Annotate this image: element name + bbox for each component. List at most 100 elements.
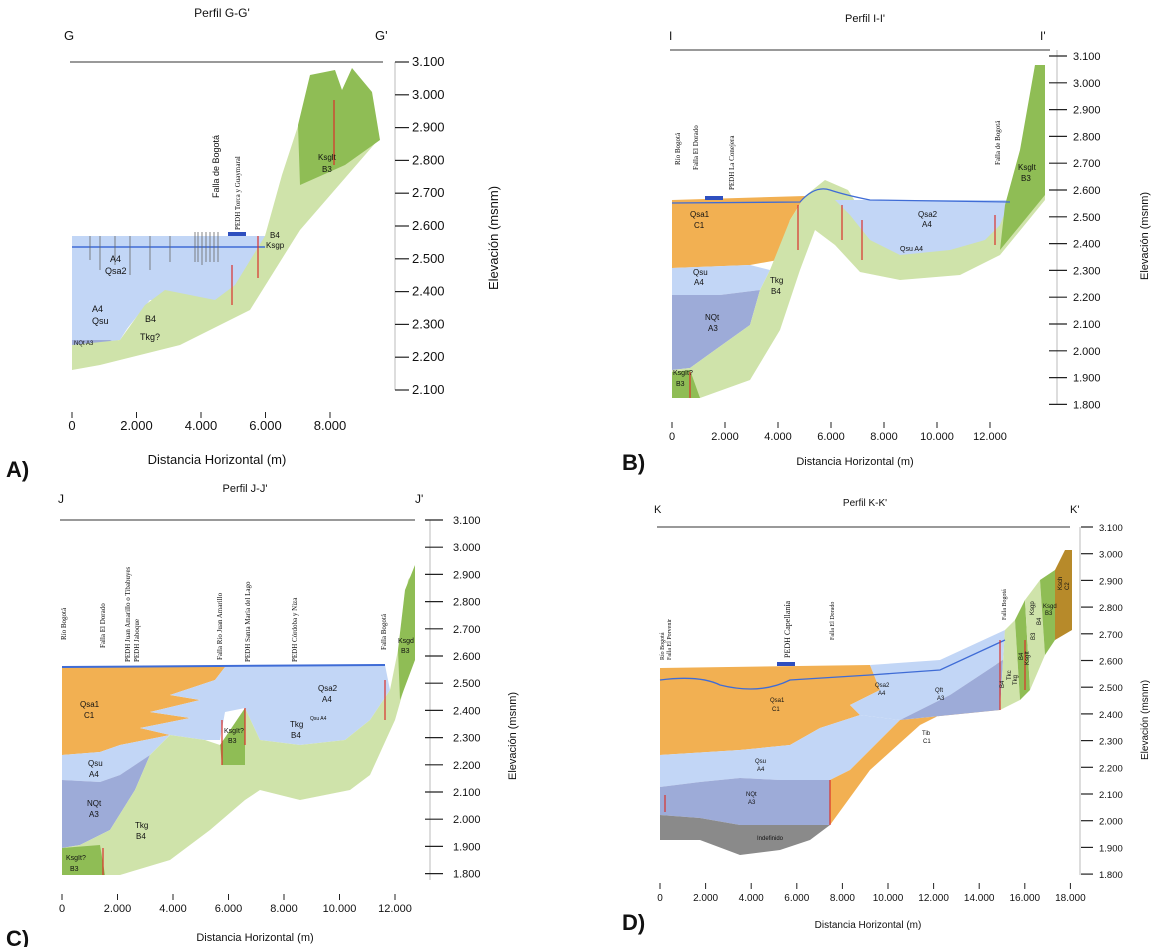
panel-a-y-label: Elevación (msnm) xyxy=(486,186,501,290)
x-tick-label: 18.000 xyxy=(1055,893,1086,904)
panel-d-right-label: K' xyxy=(1070,504,1079,516)
panel-a-letter: A) xyxy=(6,457,29,482)
unit-label: C1 xyxy=(923,739,931,745)
unit-label: Qsa2 xyxy=(875,683,890,689)
unit-tkg-layer xyxy=(672,65,1045,398)
x-tick-label: 4.000 xyxy=(739,893,764,904)
panel-d-y-ticks: 3.1003.0002.9002.8002.7002.6002.5002.400… xyxy=(1081,523,1123,881)
feature-label: Falla El Dorado xyxy=(830,602,836,640)
unit-qsa1-layer xyxy=(672,196,805,268)
x-tick-label: 4.000 xyxy=(764,431,792,443)
y-tick-label: 2.400 xyxy=(453,705,481,717)
unit-label: Ksgp xyxy=(266,241,285,250)
feature-label: PEDH Torca y Guaymaral xyxy=(234,156,242,230)
unit-label: A4 xyxy=(694,278,704,287)
x-tick-label: 2.000 xyxy=(120,418,153,433)
y-tick-label: 2.100 xyxy=(1099,790,1123,801)
unit-label: Qsa2 xyxy=(918,210,938,219)
panel-b-left-label: I xyxy=(669,29,672,43)
unit-label: C2 xyxy=(1065,582,1071,590)
y-tick-label: 2.000 xyxy=(453,814,481,826)
x-tick-label: 8.000 xyxy=(314,418,347,433)
unit-label: A4 xyxy=(89,770,99,779)
unit-indefinido-layer xyxy=(660,815,830,855)
x-tick-label: 4.000 xyxy=(185,418,218,433)
fault-lines xyxy=(689,205,996,398)
panel-d-title: Perfil K-K' xyxy=(843,498,887,509)
fault-lines xyxy=(231,100,335,305)
unit-qsu-layer xyxy=(672,265,770,295)
unit-label: B4 xyxy=(270,231,280,240)
y-tick-label: 1.800 xyxy=(1073,399,1101,411)
panel-b-letter: B) xyxy=(622,450,645,475)
unit-qsu-layer xyxy=(660,715,900,787)
unit-label: B3 xyxy=(1045,611,1053,617)
feature-label: PEDH Jaboque xyxy=(133,619,141,662)
feature-label: Falla de Bogotá xyxy=(994,120,1002,165)
panel-a-x-label: Distancia Horizontal (m) xyxy=(148,452,287,467)
y-tick-label: 3.000 xyxy=(412,87,445,102)
unit-label: B4 xyxy=(145,314,156,324)
unit-label: B3 xyxy=(70,866,79,873)
unit-label: Tkg xyxy=(135,821,148,830)
fault-lines xyxy=(664,640,1026,825)
y-tick-label: 2.400 xyxy=(1073,239,1101,251)
unit-qsa2-layer xyxy=(850,630,1005,720)
well-lines xyxy=(89,232,219,275)
panel-a-right-label: G' xyxy=(375,28,388,43)
unit-label: Qsa2 xyxy=(105,266,127,276)
y-tick-label: 2.200 xyxy=(1099,763,1123,774)
y-tick-label: 2.500 xyxy=(1073,212,1101,224)
panel-c-letter: C) xyxy=(6,926,29,947)
y-tick-label: 2.300 xyxy=(1073,265,1101,277)
unit-ksglt-left-layer xyxy=(672,370,700,398)
feature-label: Río Bogotá xyxy=(660,632,666,660)
y-tick-label: 2.800 xyxy=(1099,603,1123,614)
unit-label: C1 xyxy=(772,707,780,713)
x-tick-label: 0 xyxy=(68,418,75,433)
x-tick-label: 12.000 xyxy=(918,893,949,904)
panel-a-y-ticks: 3.1003.0002.9002.8002.7002.6002.5002.400… xyxy=(395,54,445,397)
unit-label: Ksglt xyxy=(318,153,337,162)
y-tick-label: 2.100 xyxy=(453,787,481,799)
x-tick-label: 14.000 xyxy=(964,893,995,904)
y-tick-label: 2.100 xyxy=(412,382,445,397)
y-tick-label: 2.200 xyxy=(1073,292,1101,304)
unit-label: A4 xyxy=(110,254,121,264)
y-tick-label: 2.600 xyxy=(1099,657,1123,668)
unit-label: Qsa2 xyxy=(318,684,338,693)
y-tick-label: 2.400 xyxy=(412,284,445,299)
panel-a-title: Perfil G-G' xyxy=(194,6,250,20)
unit-label: Ksch xyxy=(1058,577,1064,590)
unit-qsa2-layer xyxy=(835,200,1010,255)
y-tick-label: 3.100 xyxy=(453,515,481,527)
unit-label: Qsu xyxy=(755,759,766,765)
panel-b-title: Perfil I-I' xyxy=(845,13,885,25)
y-tick-label: 2.800 xyxy=(453,597,481,609)
unit-label: KsgIt? xyxy=(224,728,244,735)
unit-label: Indefinido xyxy=(757,836,784,842)
unit-label: A4 xyxy=(922,220,932,229)
x-tick-label: 6.000 xyxy=(817,431,845,443)
y-tick-label: 2.300 xyxy=(412,316,445,331)
y-tick-label: 1.800 xyxy=(1099,870,1123,881)
unit-ksch-layer xyxy=(1055,550,1072,640)
x-tick-label: 10.000 xyxy=(873,893,904,904)
x-tick-label: 0 xyxy=(669,431,675,443)
x-tick-label: 0 xyxy=(59,903,65,915)
unit-label: Ksgd xyxy=(1043,604,1057,610)
y-tick-label: 2.000 xyxy=(1073,346,1101,358)
y-tick-label: 2.700 xyxy=(1099,630,1123,641)
y-tick-label: 2.700 xyxy=(453,624,481,636)
panel-b-y-ticks: 3.1003.0002.9002.8002.7002.6002.5002.400… xyxy=(1049,51,1101,411)
unit-label: KsgIt? xyxy=(673,370,693,377)
feature-label: PEDH Capellanía xyxy=(783,600,792,658)
x-tick-label: 6.000 xyxy=(249,418,282,433)
unit-qsu-layer xyxy=(72,292,150,340)
x-tick-label: 12.000 xyxy=(378,903,412,915)
x-tick-label: 8.000 xyxy=(830,893,855,904)
unit-nqt-layer xyxy=(660,778,830,825)
